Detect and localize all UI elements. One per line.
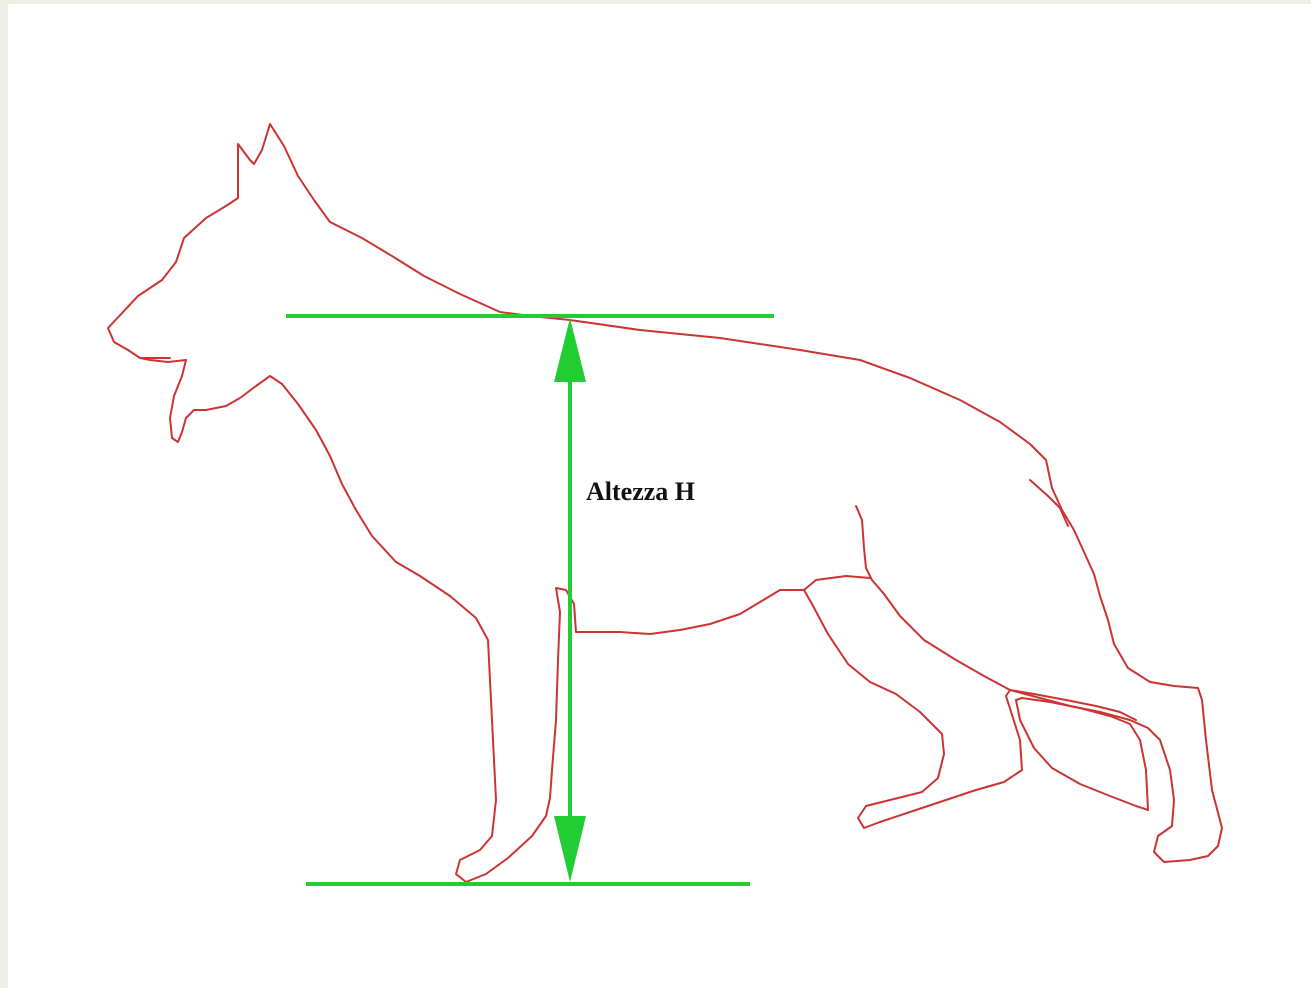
arrow-down-icon [554, 816, 586, 882]
arrow-up-icon [554, 318, 586, 382]
dog-outline [107, 123, 1223, 883]
height-label: Altezza H [586, 477, 695, 506]
dog-thigh-outline [803, 575, 871, 591]
dog-hind-leg-inner-outline [1015, 697, 1149, 811]
dog-hind-leg-outline [855, 505, 1137, 721]
height-measure [286, 314, 774, 886]
dog-body-outline [107, 123, 1223, 883]
dog-tail-outline [1029, 479, 1069, 527]
diagram-frame [8, 4, 1311, 988]
